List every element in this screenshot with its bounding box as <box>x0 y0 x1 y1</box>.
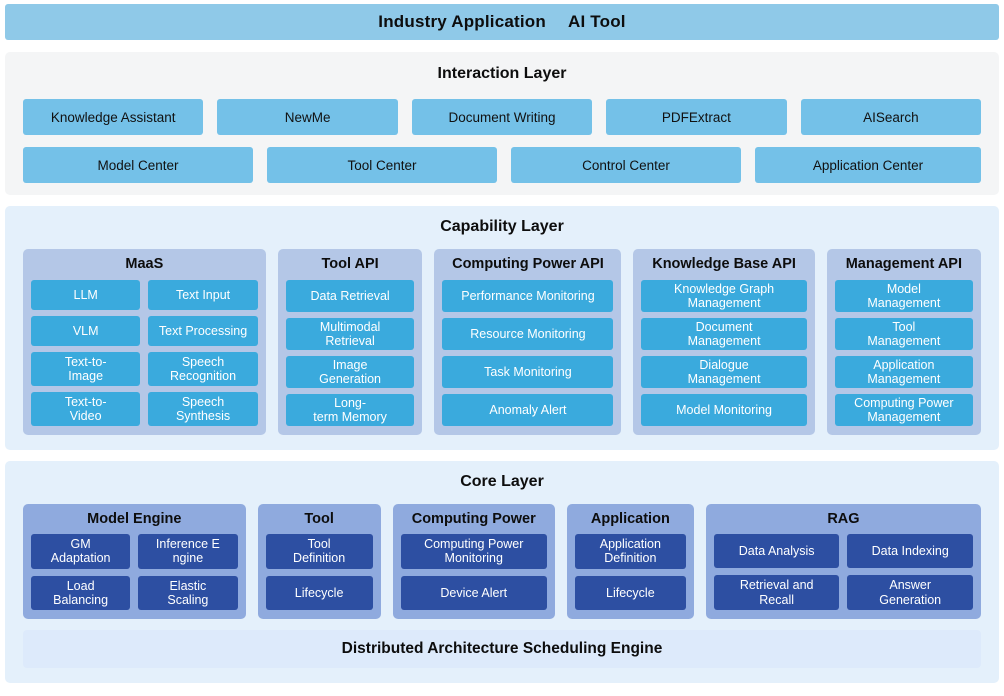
core-item-retrieval-and-recall[interactable]: Retrieval and Recall <box>713 575 840 610</box>
core-item-computing-power-monitoring[interactable]: Computing Power Monitoring <box>400 534 547 569</box>
core-layer-title: Core Layer <box>460 473 544 490</box>
capability-item-text-to-image[interactable]: Text-to- Image <box>31 351 141 386</box>
core-item-device-alert[interactable]: Device Alert <box>400 575 547 610</box>
capability-item-text-to-video[interactable]: Text-to- Video <box>31 391 141 426</box>
interaction-item-aisearch[interactable]: AISearch <box>800 99 982 135</box>
capability-item-application-management[interactable]: Application Management <box>834 355 974 388</box>
interaction-layer-title: Interaction Layer <box>437 65 567 82</box>
interaction-item-application-center[interactable]: Application Center <box>755 147 981 183</box>
capability-item-model-monitoring[interactable]: Model Monitoring <box>641 393 807 426</box>
core-item-gm-adaptation[interactable]: GM Adaptation <box>31 534 131 569</box>
capability-item-multimodal-retrieval[interactable]: Multimodal Retrieval <box>285 317 415 350</box>
capability-item-text-input[interactable]: Text Input <box>148 279 258 310</box>
capability-group-tool-api-items: Data Retrieval Multimodal Retrieval Imag… <box>285 279 415 426</box>
capability-item-document-management[interactable]: Document Management <box>641 317 807 350</box>
capability-layer-title: Capability Layer <box>440 218 564 235</box>
core-group-rag-items: Data Analysis Data Indexing Retrieval an… <box>713 534 973 610</box>
core-group-computing-power: Computing Power Computing Power Monitori… <box>392 504 555 619</box>
core-item-elastic-scaling[interactable]: Elastic Scaling <box>138 575 238 610</box>
distributed-architecture-scheduling-engine-bar: Distributed Architecture Scheduling Engi… <box>23 630 981 668</box>
interaction-item-tool-center[interactable]: Tool Center <box>267 147 497 183</box>
interaction-item-document-writing[interactable]: Document Writing <box>411 99 593 135</box>
capability-group-knowledge-base-api: Knowledge Base API Knowledge Graph Manag… <box>633 249 815 435</box>
capability-group-maas-items: LLM Text Input VLM Text Processing Text-… <box>31 279 258 426</box>
capability-item-model-management[interactable]: Model Management <box>834 279 974 312</box>
capability-item-llm[interactable]: LLM <box>31 279 141 310</box>
capability-layer-columns: MaaS LLM Text Input VLM Text Processing … <box>23 249 982 435</box>
capability-group-tool-api-title: Tool API <box>321 256 379 272</box>
capability-item-speech-synthesis[interactable]: Speech Synthesis <box>148 391 258 426</box>
interaction-layer-row-1: Knowledge Assistant NewMe Document Writi… <box>23 99 982 135</box>
capability-group-knowledge-base-api-title: Knowledge Base API <box>652 256 796 272</box>
interaction-item-pdfextract[interactable]: PDFExtract <box>606 99 787 135</box>
capability-group-computing-power-api-title: Computing Power API <box>452 256 604 272</box>
core-group-tool-items: Tool Definition Lifecycle <box>265 534 373 610</box>
capability-group-management-api-title: Management API <box>845 256 962 272</box>
capability-item-text-processing[interactable]: Text Processing <box>148 315 258 346</box>
interaction-item-knowledge-assistant[interactable]: Knowledge Assistant <box>23 99 204 135</box>
core-group-rag: RAG Data Analysis Data Indexing Retrieva… <box>705 504 981 619</box>
capability-group-computing-power-api: Computing Power API Performance Monitori… <box>434 249 622 435</box>
capability-item-long-term-memory[interactable]: Long- term Memory <box>285 393 415 426</box>
capability-group-management-api-items: Model Management Tool Management Applica… <box>834 279 974 426</box>
core-item-application-lifecycle[interactable]: Lifecycle <box>574 575 686 610</box>
core-group-application-items: Application Definition Lifecycle <box>574 534 686 610</box>
core-item-answer-generation[interactable]: Answer Generation <box>847 575 973 610</box>
core-group-model-engine-items: GM Adaptation Inference E ngine Load Bal… <box>31 534 238 610</box>
capability-group-maas-title: MaaS <box>125 256 164 272</box>
capability-item-knowledge-graph-management[interactable]: Knowledge Graph Management <box>641 279 807 312</box>
core-group-tool-title: Tool <box>304 511 334 527</box>
interaction-layer-row-2: Model Center Tool Center Control Center … <box>23 147 981 183</box>
capability-item-tool-management[interactable]: Tool Management <box>834 317 974 350</box>
capability-item-dialogue-management[interactable]: Dialogue Management <box>641 355 807 388</box>
interaction-item-control-center[interactable]: Control Center <box>511 147 741 183</box>
core-item-tool-lifecycle[interactable]: Lifecycle <box>265 575 373 610</box>
capability-item-data-retrieval[interactable]: Data Retrieval <box>285 279 415 312</box>
core-layer-panel: Core Layer Model Engine GM Adaptation In… <box>5 461 999 683</box>
capability-item-resource-monitoring[interactable]: Resource Monitoring <box>442 317 614 350</box>
core-group-model-engine: Model Engine GM Adaptation Inference E n… <box>23 504 246 619</box>
interaction-item-newme[interactable]: NewMe <box>217 99 398 135</box>
core-group-computing-power-title: Computing Power <box>411 511 536 527</box>
capability-item-vlm[interactable]: VLM <box>31 315 141 346</box>
core-item-tool-definition[interactable]: Tool Definition <box>265 534 373 569</box>
interaction-item-model-center[interactable]: Model Center <box>23 147 253 183</box>
core-item-data-indexing[interactable]: Data Indexing <box>847 534 973 569</box>
core-item-application-definition[interactable]: Application Definition <box>574 534 686 569</box>
capability-item-speech-recognition[interactable]: Speech Recognition <box>148 351 258 386</box>
core-item-load-balancing[interactable]: Load Balancing <box>31 575 131 610</box>
page-title-ai-tool: AI Tool <box>567 12 626 31</box>
core-group-model-engine-title: Model Engine <box>87 511 182 527</box>
capability-group-knowledge-base-api-items: Knowledge Graph Management Document Mana… <box>641 279 807 426</box>
interaction-layer-panel: Interaction Layer Knowledge Assistant Ne… <box>5 52 999 195</box>
capability-item-image-generation[interactable]: Image Generation <box>285 355 415 388</box>
capability-item-performance-monitoring[interactable]: Performance Monitoring <box>442 279 614 312</box>
core-item-inference-engine[interactable]: Inference E ngine <box>138 534 238 569</box>
capability-group-management-api: Management API Model Management Tool Man… <box>826 249 982 435</box>
core-group-computing-power-items: Computing Power Monitoring Device Alert <box>400 534 547 610</box>
capability-layer-panel: Capability Layer MaaS LLM Text Input VLM… <box>5 206 999 450</box>
capability-group-computing-power-api-items: Performance Monitoring Resource Monitori… <box>442 279 614 426</box>
capability-item-anomaly-alert[interactable]: Anomaly Alert <box>442 393 614 426</box>
capability-item-task-monitoring[interactable]: Task Monitoring <box>442 355 614 388</box>
page-title-industry-application: Industry Application <box>378 12 546 31</box>
core-group-tool: Tool Tool Definition Lifecycle <box>257 504 381 619</box>
core-layer-columns: Model Engine GM Adaptation Inference E n… <box>23 504 981 619</box>
capability-group-tool-api: Tool API Data Retrieval Multimodal Retri… <box>277 249 423 435</box>
capability-group-maas: MaaS LLM Text Input VLM Text Processing … <box>23 249 266 435</box>
capability-item-computing-power-management[interactable]: Computing Power Management <box>834 393 974 426</box>
core-group-application-title: Application <box>590 511 670 527</box>
core-group-application: Application Application Definition Lifec… <box>566 504 694 619</box>
core-item-data-analysis[interactable]: Data Analysis <box>713 534 840 569</box>
page-title-banner: Industry Application AI Tool <box>5 4 999 40</box>
core-group-rag-title: RAG <box>827 511 860 527</box>
